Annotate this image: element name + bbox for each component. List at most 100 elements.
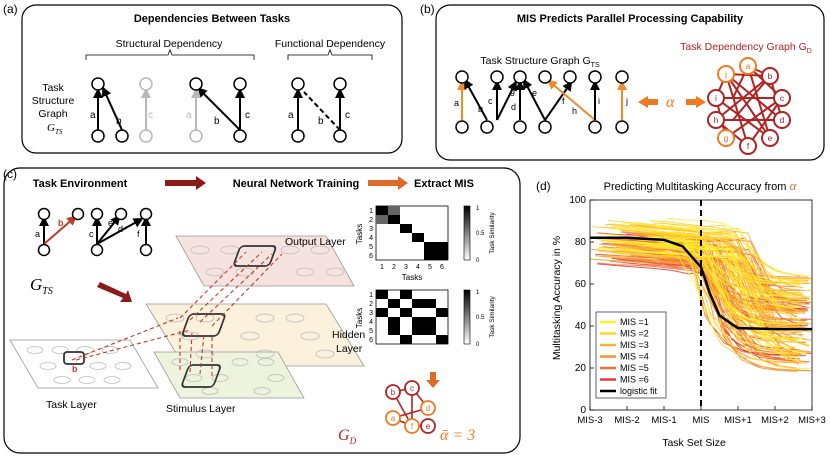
graph1-label-a: a — [90, 110, 96, 121]
tsg-node — [513, 70, 527, 84]
matrix-down-arrow — [426, 372, 440, 388]
gd-node-label: b — [391, 388, 396, 397]
legend-label: MIS =5 — [620, 363, 649, 373]
step-task-environment: Task Environment — [33, 178, 128, 190]
logistic-fit-line — [590, 236, 812, 331]
layer-unit — [165, 313, 185, 323]
matrix-cell — [400, 335, 412, 344]
colorbar-tick: 0 — [476, 258, 480, 264]
gd-node-b: b — [385, 384, 401, 400]
tdg-label: Task Dependency Graph GD — [680, 41, 812, 55]
layer-unit — [280, 245, 300, 255]
tsg-edge-f — [544, 80, 573, 121]
matrix-tick-y: 1 — [369, 292, 373, 299]
tsg-edge-label-g: g — [510, 86, 515, 96]
alpha-result: ᾱ = 3 — [440, 427, 475, 444]
layer-unit — [26, 346, 44, 354]
step-arrow-2 — [368, 176, 408, 190]
output-matrix-cells — [376, 206, 448, 260]
layer-unit — [255, 349, 275, 359]
y-tick-label: 20 — [575, 363, 587, 374]
tsg-node — [490, 70, 504, 84]
layer-unit — [171, 358, 189, 366]
c-tsg-edge-e — [96, 214, 121, 245]
legend-label: MIS =6 — [620, 375, 649, 385]
c-tsg-node — [90, 207, 104, 221]
chart-title: Predicting Multitasking Accuracy from α — [604, 178, 798, 193]
x-tick-label: MIS+1 — [724, 415, 752, 426]
panel-d-letter: (d) — [536, 179, 551, 193]
legend-label: MIS =1 — [620, 317, 649, 327]
layer-unit — [195, 349, 215, 359]
gd-node-label: e — [426, 422, 431, 431]
series-line-mis-1 — [620, 241, 806, 340]
panel-b-tsg: a b c d e f g h i j — [454, 70, 629, 134]
graph2-node — [233, 77, 247, 91]
stimulus-highlight — [181, 364, 221, 388]
panel-c-tsg: a b c d e f — [35, 207, 153, 257]
series-line-mis-1 — [622, 222, 808, 277]
panel-a-frame — [21, 4, 403, 154]
panel-c-frame — [3, 167, 521, 454]
graph2-edge-b — [197, 87, 241, 131]
matrix-tick-y: 2 — [369, 217, 373, 224]
graph3-node — [291, 77, 305, 91]
series-line-mis-1 — [637, 224, 805, 343]
gd-node-e: e — [420, 418, 436, 434]
x-tick-label: MIS-1 — [651, 415, 676, 426]
tsg-node — [538, 70, 552, 84]
side-label-structure: Structure — [32, 95, 75, 107]
hidden-matrix-ylabel: Tasks — [355, 308, 364, 328]
output-layer-plane — [175, 235, 355, 287]
layer-unit — [255, 313, 275, 323]
matrix-cell — [376, 206, 388, 215]
tdg-node-label: e — [768, 133, 773, 143]
tsg-edge-label-j: j — [625, 96, 628, 106]
graph1-node — [139, 129, 153, 143]
tsg-graph-2: a b c — [186, 77, 250, 143]
stimulus-layer-label: Stimulus Layer — [166, 403, 236, 415]
tdg-edge — [715, 97, 771, 139]
graph3-label-b: b — [318, 116, 324, 127]
layer-unit — [89, 362, 107, 370]
layer-unit — [211, 374, 229, 382]
connection-line — [75, 329, 191, 361]
tsg-node — [615, 120, 629, 134]
tsg-edge-e — [523, 78, 546, 121]
graph3-node — [333, 129, 347, 143]
matrix-cell — [412, 317, 424, 326]
graph2-label-c: c — [245, 110, 250, 121]
graph2-node — [189, 77, 203, 91]
tsg-node — [615, 70, 629, 84]
connection-line — [211, 253, 283, 327]
output-matrix-ylabel: Tasks — [355, 224, 364, 244]
matrix-cell — [436, 242, 448, 251]
panel-c: (c) Task Environment Neural Network Trai… — [3, 167, 521, 454]
matrix-cell — [376, 308, 388, 317]
series-line-mis-1 — [596, 238, 801, 356]
tsg-edge-label-h: h — [572, 106, 577, 116]
tdg-node-label: j — [724, 69, 727, 79]
tsg-node — [480, 120, 494, 134]
series-line-mis-1 — [663, 235, 812, 303]
matrix-cell — [388, 326, 400, 335]
matrix-tick-y: 5 — [369, 328, 373, 335]
colorbar-tick: 1 — [476, 290, 480, 296]
matrix-tick-x: 1 — [380, 264, 384, 271]
matrix-cell — [412, 326, 424, 335]
matrix-tick-x: 6 — [440, 264, 444, 271]
panel-a-title: Dependencies Between Tasks — [134, 13, 290, 25]
series-line-mis-1 — [647, 235, 797, 348]
side-label-gts: GTS — [47, 122, 63, 136]
output-matrix-xlabel: Tasks — [402, 273, 422, 282]
functional-dependency-label: Functional Dependency — [275, 38, 386, 50]
matrix-tick-y: 2 — [369, 301, 373, 308]
tdg-edge — [725, 73, 783, 121]
graph1-label-b: b — [116, 116, 122, 127]
y-tick-label: 0 — [580, 405, 586, 416]
y-tick-label: 60 — [575, 279, 587, 290]
chart-xlabel: Task Set Size — [662, 437, 726, 449]
panel-b-tdg-nodes: a b c d e f g h i j — [707, 57, 791, 155]
colorbar-gradient — [463, 205, 471, 261]
